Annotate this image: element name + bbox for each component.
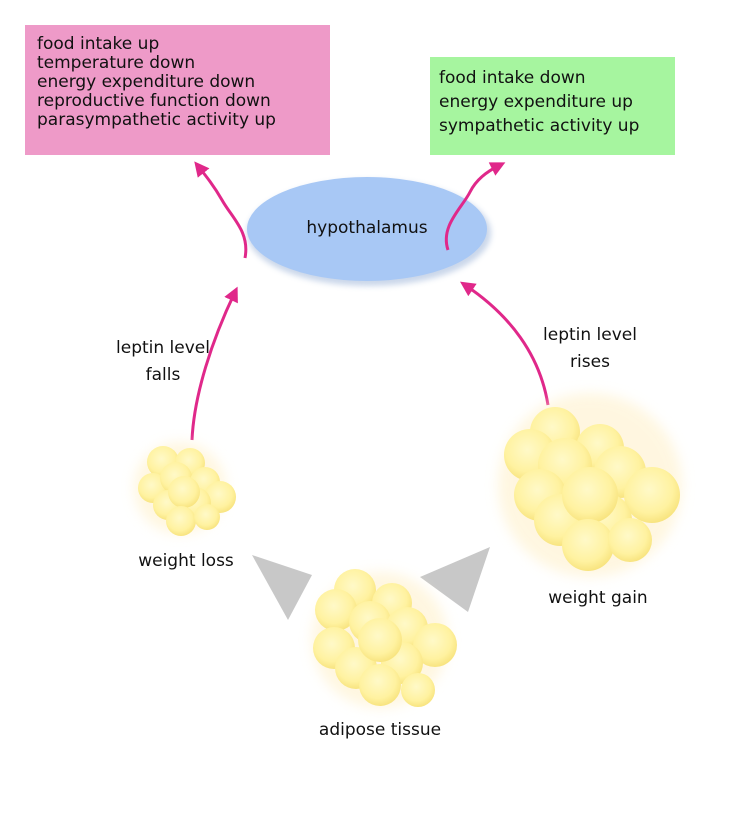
effect-sympathetic-activity-up: sympathetic activity up (439, 116, 640, 136)
leptin-falls-line-1: leptin level (116, 338, 210, 358)
leptin-rises-label: leptin level rises (505, 322, 675, 376)
effect-parasympathetic-activity-up: parasympathetic activity up (37, 110, 276, 130)
hypothalamus-ellipse (247, 177, 487, 281)
effect-energy-expenditure-down: energy expenditure down (37, 72, 256, 92)
adipose-tissue-fat-cells (312, 569, 457, 708)
weight-loss-fat-cells (134, 442, 236, 536)
triangle-to-weight-loss (252, 555, 312, 620)
leptin-rises-line-1: leptin level (543, 325, 637, 345)
weight-gain-label: weight gain (548, 588, 648, 608)
effect-food-intake-down: food intake down (439, 68, 586, 88)
arrow-leptin-rises (460, 281, 550, 406)
low-leptin-effects-box: food intake up temperature down energy e… (25, 25, 330, 155)
effect-food-intake-up: food intake up (37, 34, 160, 54)
weight-gain-fat-cells (498, 393, 682, 577)
high-leptin-effects-box: food intake down energy expenditure up s… (430, 57, 675, 155)
adipose-tissue-label: adipose tissue (318, 720, 442, 740)
leptin-falls-line-2: falls (145, 365, 181, 385)
hypothalamus-label: hypothalamus (306, 218, 428, 238)
arrow-to-high-leptin-effects (444, 162, 506, 251)
effect-reproductive-function-down: reproductive function down (37, 91, 271, 111)
arrow-leptin-falls (190, 286, 238, 441)
arrow-to-low-leptin-effects (194, 161, 248, 259)
triangle-to-weight-gain (420, 547, 490, 612)
weight-loss-label: weight loss (138, 551, 234, 571)
effect-temperature-down: temperature down (37, 53, 196, 73)
leptin-rises-line-2: rises (570, 352, 610, 372)
leptin-falls-label: leptin level falls (78, 335, 248, 389)
effect-energy-expenditure-up: energy expenditure up (439, 92, 633, 112)
